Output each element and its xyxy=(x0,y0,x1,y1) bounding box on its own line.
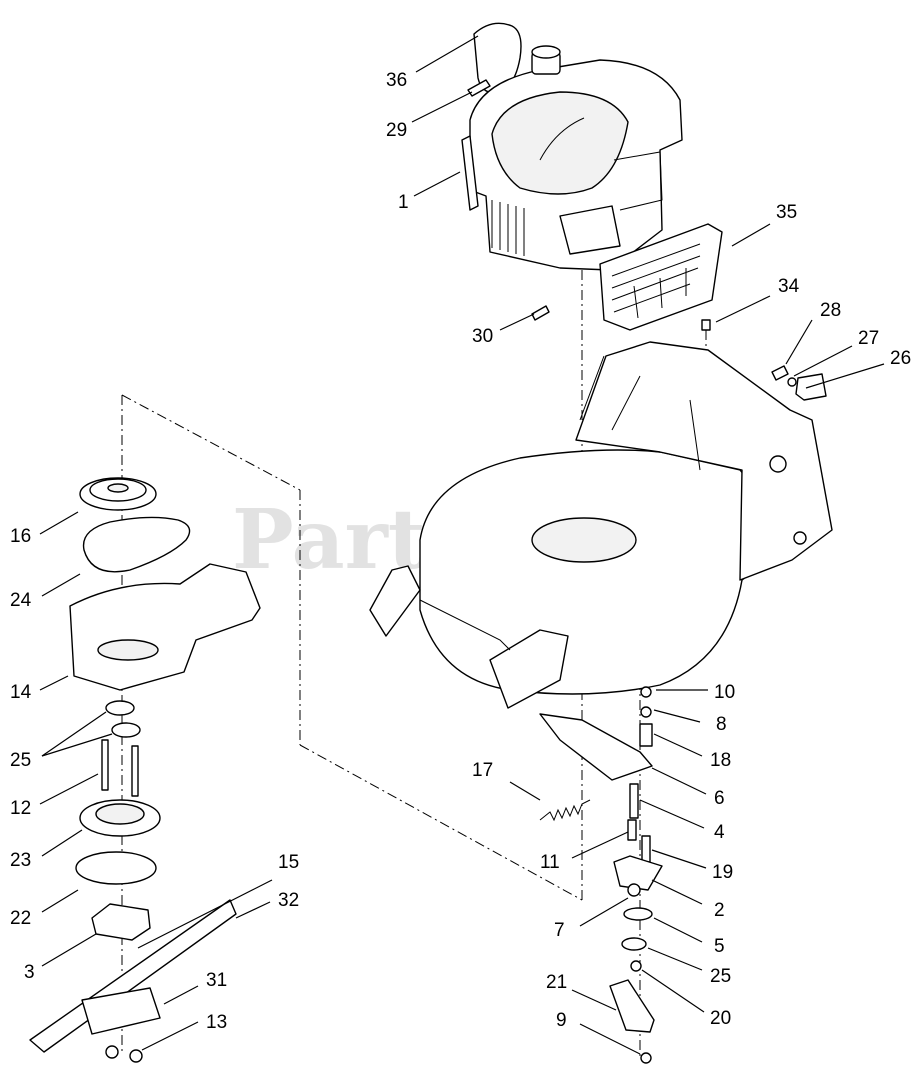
mower-deck xyxy=(369,341,833,709)
part-3-hub xyxy=(91,903,151,941)
callout-26: 26 xyxy=(890,348,911,369)
callout-32: 32 xyxy=(278,890,299,911)
callout-20: 20 xyxy=(710,1008,731,1029)
part-14-belt-cover xyxy=(69,563,261,691)
part-2-bracket xyxy=(613,855,663,891)
callout-12: 12 xyxy=(10,798,31,819)
callout-18: 18 xyxy=(710,750,731,771)
callout-30: 30 xyxy=(472,326,493,347)
callout-21: 21 xyxy=(546,972,567,993)
callout-25-right: 25 xyxy=(710,966,731,987)
part-34-bolt xyxy=(701,319,711,331)
callout-24: 24 xyxy=(10,590,32,611)
callout-31: 31 xyxy=(206,970,227,991)
part-25-bearing-upper xyxy=(105,700,135,716)
callout-5: 5 xyxy=(714,936,725,957)
callout-25-left: 25 xyxy=(10,750,31,771)
part-17-spring xyxy=(539,799,591,822)
callout-23: 23 xyxy=(10,850,31,871)
part-1-engine xyxy=(461,45,683,271)
part-32-blade xyxy=(29,899,237,1053)
part-5-bushing xyxy=(623,907,653,921)
part-27-washer xyxy=(787,377,797,387)
callout-11: 11 xyxy=(540,852,560,873)
part-23-blade-adapter xyxy=(79,799,161,837)
part-24-belt xyxy=(82,516,191,573)
callout-15: 15 xyxy=(278,852,299,873)
callout-27: 27 xyxy=(858,328,879,349)
part-9-nut xyxy=(640,1052,652,1064)
part-22-plate xyxy=(75,851,157,885)
part-8-washer xyxy=(640,706,652,718)
part-19-stud xyxy=(641,835,651,863)
callout-8: 8 xyxy=(716,714,727,735)
part-18-spacer xyxy=(639,723,653,747)
part-25-bearing-lower xyxy=(111,722,141,738)
callout-16: 16 xyxy=(10,526,31,547)
part-11-pin xyxy=(627,819,637,841)
part-7-washer xyxy=(627,883,641,897)
part-13-nut xyxy=(105,1045,119,1059)
callout-4: 4 xyxy=(714,822,725,843)
callout-34: 34 xyxy=(778,276,800,297)
callout-29: 29 xyxy=(386,120,407,141)
callout-13: 13 xyxy=(206,1012,227,1033)
part-20-nut xyxy=(630,960,642,972)
part-35-muffler-guard xyxy=(599,223,723,331)
leader-lines xyxy=(39,35,885,1055)
callout-19: 19 xyxy=(712,862,733,883)
callout-28: 28 xyxy=(820,300,841,321)
part-30-screw xyxy=(531,305,550,321)
part-12-bolt-2 xyxy=(131,745,139,797)
callout-9: 9 xyxy=(556,1010,567,1031)
part-4-bolt xyxy=(629,783,639,819)
part-28-bolt xyxy=(771,365,789,381)
callout-36: 36 xyxy=(386,70,407,91)
callout-2: 2 xyxy=(714,900,725,921)
callout-7: 7 xyxy=(554,920,565,941)
part-13-nut-2 xyxy=(129,1049,143,1063)
callouts: 36 29 1 35 34 30 28 27 26 16 24 14 25 12… xyxy=(10,70,911,1033)
callout-22: 22 xyxy=(10,908,31,929)
part-6-lever xyxy=(539,713,653,781)
callout-10: 10 xyxy=(714,682,735,703)
callout-1: 1 xyxy=(398,192,409,213)
callout-3: 3 xyxy=(24,962,35,983)
part-21-arm xyxy=(609,979,655,1033)
part-16-pulley xyxy=(79,477,157,511)
part-31-stiffener xyxy=(81,987,161,1035)
callout-6: 6 xyxy=(714,788,725,809)
part-29-pin xyxy=(467,79,491,97)
part-25-bearing-right xyxy=(621,937,647,951)
part-10-nut xyxy=(640,686,652,698)
callout-35: 35 xyxy=(776,202,797,223)
callout-14: 14 xyxy=(10,682,32,703)
callout-17: 17 xyxy=(472,760,493,781)
part-12-bolt xyxy=(101,739,109,791)
